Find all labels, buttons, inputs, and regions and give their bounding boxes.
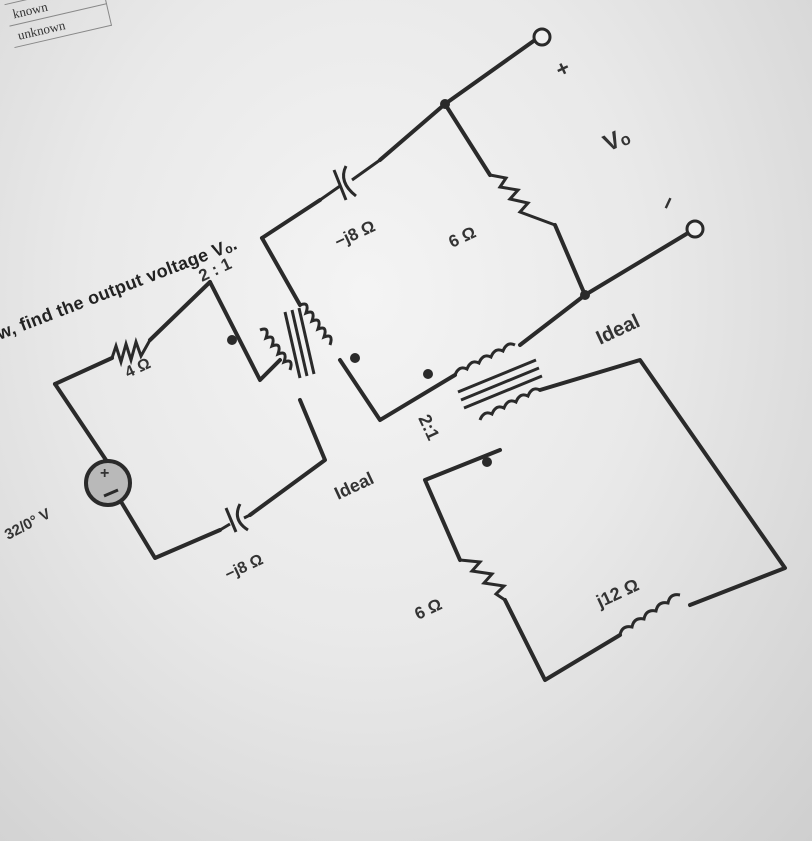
junction-bottom [580,290,590,300]
terminal-plus [532,27,552,47]
label-t2-ideal: Ideal [331,468,377,503]
label-plus: + [552,54,574,82]
label-t1-ratio: 2 : 1 [196,254,235,286]
label-r2: 6 Ω [446,223,479,252]
dot-t2-secondary [482,457,492,467]
wire-mid-bottom [338,358,457,422]
capacitor-bottom [219,503,251,533]
wire-mid-right [443,102,492,177]
wire-left-bottom-2 [248,398,327,517]
wire-mid-left [260,198,322,240]
wire-mid-right-2 [518,223,587,347]
wire-t1-primary [208,280,282,382]
label-t2-ratio: 2:1 [414,411,443,443]
inductor-j12 [618,593,681,636]
label-vo: Vₒ [599,122,634,157]
dot-t1-secondary [350,353,360,363]
transformer-2 [453,342,543,421]
dot-t1-primary [227,335,237,345]
label-source: 32/0° V [2,505,54,543]
label-r3: 6 Ω [412,595,445,624]
label-minus: − [654,192,682,214]
resistor-6-ohm-mid [489,173,556,227]
wire-left-bottom [118,498,222,560]
wire-right-left [423,448,502,562]
dot-t2-primary [423,369,433,379]
wire-left-top-2 [148,280,212,342]
wire-mid-top [378,102,447,162]
label-c1: −j8 Ω [223,551,267,583]
wire-output-top [443,38,537,106]
label-r1: 4 Ω [123,355,154,382]
voltage-source [84,459,132,507]
label-c2: −j8 Ω [332,216,379,251]
source-plus: + [100,465,109,482]
capacitor-top [319,158,381,202]
junction-top [440,99,450,109]
wire-right-top [538,358,787,607]
label-t3-ideal: Ideal [593,310,644,349]
resistor-6-ohm-bottom [459,558,508,602]
wire-left-side [53,382,112,468]
wire-mid-left-down [260,236,302,307]
wire-right-bottom [503,598,622,682]
transformer-1 [259,302,333,379]
wire-output-bottom [583,231,690,297]
label-l1: j12 Ω [592,575,642,612]
resistor-4-ohm [110,337,152,368]
terminal-minus [685,219,705,239]
wire-left-top [53,356,114,386]
